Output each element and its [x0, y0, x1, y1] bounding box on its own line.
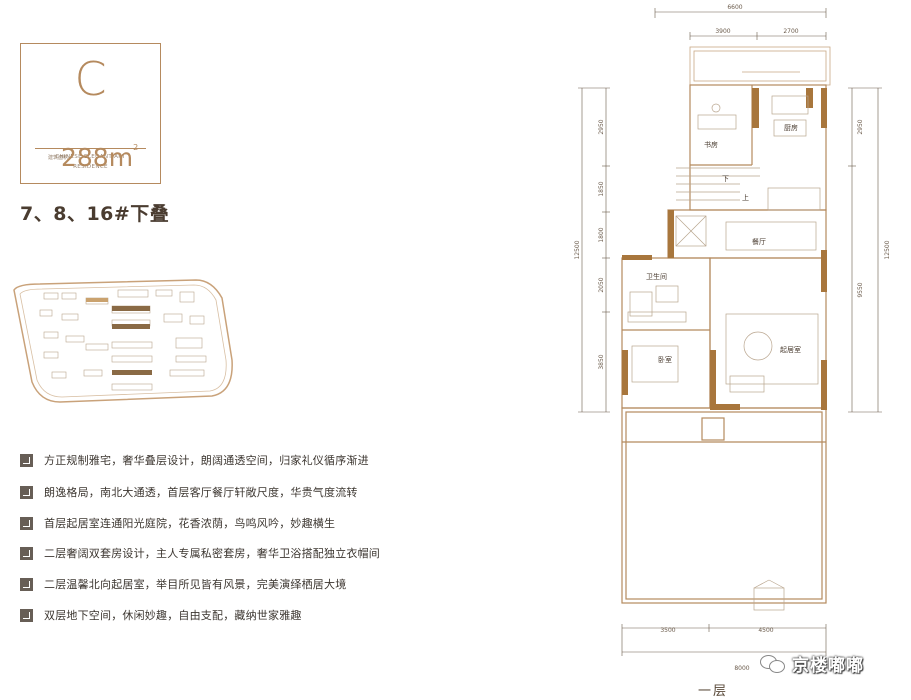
feature-item-2: 朗逸格局，南北大通透，首层客厅餐厅轩敞尺度，华贵气度流转 — [20, 483, 358, 501]
badge-divider — [35, 148, 146, 149]
unit-area-sup: 2 — [133, 143, 139, 152]
feature-item-1: 方正规制雅宅，奢华叠层设计，朗阔通透空间，归家礼仪循序渐进 — [20, 451, 369, 469]
feature-item-3: 首层起居室连通阳光庭院，花香浓荫，鸟鸣风吟，妙趣横生 — [20, 514, 335, 532]
bullet-icon — [20, 485, 33, 499]
feature-text: 双层地下空间，休闲妙趣，自由支配，藏纳世家雅趣 — [44, 609, 302, 622]
unit-type-badge: C CHINESE ELEGANT ART RESIDENCE — [20, 43, 161, 184]
dim-left-3: 1800 — [598, 227, 605, 242]
watermark-text: 京楼嘟嘟 — [792, 656, 864, 676]
dim-bottom-total: 8000 — [734, 665, 749, 672]
dim-left-total: 12500 — [574, 240, 581, 259]
dim-left-5: 3850 — [598, 354, 605, 369]
chat-bubble-icon — [760, 654, 786, 673]
watermark: 京楼嘟嘟 — [760, 651, 864, 676]
feature-text: 朗逸格局，南北大通透，首层客厅餐厅轩敞尺度，华贵气度流转 — [44, 486, 358, 499]
room-label-bathroom: 卫生间 — [646, 272, 667, 281]
bullet-icon — [20, 608, 33, 622]
dim-top-right: 2700 — [783, 28, 798, 35]
stair-label-down: 下 — [722, 175, 729, 183]
dim-right-2: 9550 — [857, 282, 864, 297]
feature-text: 二层奢阔双套房设计，主人专属私密套房，奢华卫浴搭配独立衣帽间 — [44, 547, 380, 560]
feature-text: 方正规制雅宅，奢华叠层设计，朗阔通透空间，归家礼仪循序渐进 — [44, 454, 369, 467]
unit-area-unit: m — [108, 143, 134, 172]
dim-right-total: 12500 — [884, 240, 891, 259]
dim-left-1: 2950 — [598, 119, 605, 134]
dim-top-total: 6600 — [727, 4, 742, 11]
badge-tagline-1: CHINESE ELEGANT ART — [55, 154, 126, 160]
room-label-living: 起居室 — [780, 345, 801, 354]
unit-type-letter: C — [74, 52, 107, 106]
room-label-bedroom: 卧室 — [658, 355, 672, 364]
bullet-icon — [20, 546, 33, 560]
feature-item-6: 双层地下空间，休闲妙趣，自由支配，藏纳世家雅趣 — [20, 606, 302, 624]
room-label-study: 书房 — [704, 140, 718, 149]
dim-right-1: 2950 — [857, 119, 864, 134]
dim-left-4: 2050 — [598, 277, 605, 292]
dim-left-2: 1850 — [598, 181, 605, 196]
stair-label-up: 上 — [742, 193, 749, 202]
feature-item-5: 二层温馨北向起居室，举目所见皆有风景，完美演绎栖居大境 — [20, 575, 346, 593]
dim-bottom-right: 4500 — [758, 627, 773, 634]
building-label: 7、8、16#下叠 — [20, 203, 170, 225]
bullet-icon — [20, 577, 33, 591]
unit-area-value: 288 — [61, 143, 109, 172]
feature-text: 二层温馨北向起居室，举目所见皆有风景，完美演绎栖居大境 — [44, 578, 347, 591]
unit-area-label: 建筑面积 — [48, 154, 69, 161]
feature-item-4: 二层奢阔双套房设计，主人专属私密套房，奢华卫浴搭配独立衣帽间 — [20, 544, 380, 562]
dim-bottom-left: 3500 — [660, 627, 675, 634]
bullet-icon — [20, 516, 33, 530]
feature-text: 首层起居室连通阳光庭院，花香浓荫，鸟鸣风吟，妙趣横生 — [44, 517, 336, 530]
bullet-icon — [20, 453, 33, 467]
floor-title: 一层 — [698, 684, 729, 699]
room-label-dining: 餐厅 — [752, 237, 766, 246]
badge-tagline-2: RESIDENCE — [73, 164, 108, 170]
room-label-kitchen: 厨房 — [784, 123, 798, 132]
unit-area: 建筑面积288m2 — [48, 143, 138, 172]
dim-top-left: 3900 — [715, 28, 730, 35]
